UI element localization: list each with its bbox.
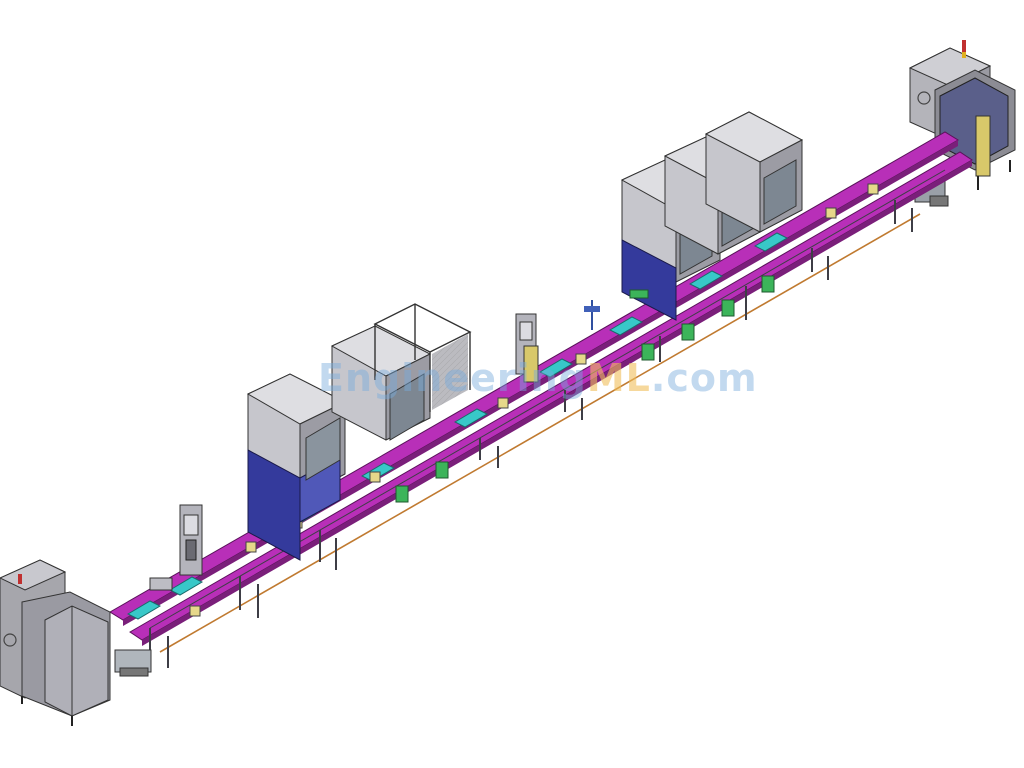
watermark-text: EngineeringML.com — [318, 356, 758, 400]
enclosed-station-2 — [330, 325, 432, 441]
watermark-prefix: Engineering — [318, 356, 587, 400]
open-frame-station — [373, 303, 472, 412]
left-end-machine — [0, 559, 152, 726]
press-station-left — [149, 504, 203, 591]
watermark-highlight: ML — [586, 356, 651, 400]
press-station-middle — [515, 300, 600, 383]
watermark-suffix: .com — [650, 356, 758, 400]
open-frame-fence — [432, 334, 468, 410]
green-actuators — [395, 275, 775, 503]
enclosed-station-1 — [246, 373, 347, 561]
conveyor-support-legs — [149, 200, 913, 668]
pallet-plates — [126, 232, 789, 620]
enclosed-station-5 — [704, 111, 804, 233]
